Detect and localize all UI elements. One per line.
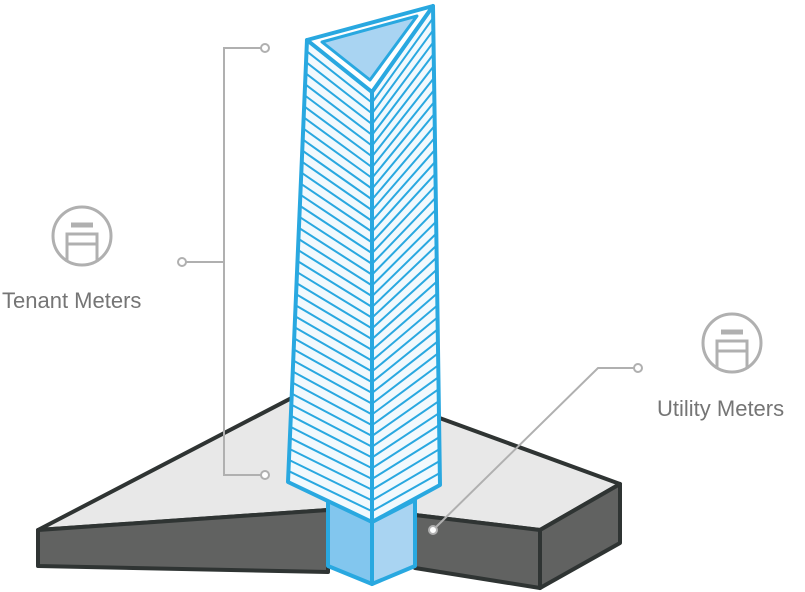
tenant-dot-bottom	[260, 470, 270, 480]
tenant-dot-left	[177, 257, 187, 267]
floor-line-left	[295, 293, 373, 341]
floor-line-right	[371, 220, 437, 287]
floor-line-right	[371, 196, 437, 265]
floor-line-right	[371, 352, 439, 405]
floor-line-right	[371, 304, 439, 362]
floor-line-left	[291, 381, 373, 427]
floor-line-right	[371, 328, 439, 384]
floor-line-left	[305, 61, 373, 115]
floor-line-right	[371, 208, 437, 276]
floor-line-right	[371, 161, 437, 233]
tower	[286, 4, 442, 524]
floor-line-right	[371, 412, 440, 459]
utility-dot-platform	[428, 525, 438, 535]
floor-line-left	[298, 215, 373, 265]
floor-line-left	[300, 182, 373, 233]
platform-end-face	[538, 482, 622, 590]
floor-line-right	[371, 376, 440, 427]
floor-line-left	[299, 193, 373, 244]
floor-line-right	[371, 184, 437, 254]
floor-line-right	[371, 53, 435, 136]
floor-line-left	[302, 127, 373, 179]
floor-line-left	[295, 304, 373, 351]
floor-line-left	[303, 105, 373, 158]
floor-line-right	[371, 101, 436, 179]
floor-line-right	[371, 244, 438, 308]
meter-icon	[51, 205, 113, 267]
floor-line-right	[371, 256, 438, 319]
floor-line-right	[371, 460, 441, 502]
floor-line-right	[371, 172, 437, 244]
floor-line-left	[296, 260, 373, 308]
floor-line-left	[292, 359, 373, 405]
floor-line-left	[288, 470, 373, 513]
floor-line-left	[304, 94, 373, 147]
floor-line-right	[371, 232, 438, 297]
floor-line-left	[301, 160, 373, 212]
floor-line-left	[298, 227, 373, 276]
floor-line-left	[290, 403, 373, 448]
floor-line-right	[371, 268, 438, 330]
floor-line-right	[371, 364, 439, 416]
floor-line-right	[371, 448, 440, 491]
floor-line-right	[371, 77, 435, 158]
floor-line-right	[371, 29, 435, 115]
floor-line-right	[371, 17, 434, 104]
meter-icon	[701, 312, 763, 374]
utility-pointer-line	[432, 367, 638, 531]
floor-line-left	[297, 238, 373, 287]
floor-line-right	[371, 436, 440, 480]
floor-line-right	[371, 89, 436, 168]
floor-line-right	[371, 137, 436, 211]
floor-line-left	[305, 50, 373, 104]
tower-roof-glass	[320, 14, 419, 82]
floor-line-left	[288, 459, 373, 502]
floor-line-right	[371, 41, 435, 125]
floor-line-left	[304, 83, 373, 136]
tenant-meters-label: Tenant Meters	[2, 288, 142, 313]
floor-line-right	[371, 424, 440, 470]
floor-line-right	[371, 65, 435, 147]
tenant-bracket-line	[223, 47, 265, 476]
floor-line-right	[371, 388, 440, 437]
floor-line-right	[371, 316, 439, 373]
floor-line-left	[294, 315, 373, 362]
floor-line-right	[371, 149, 436, 222]
floor-line-left	[296, 271, 373, 319]
floor-line-left	[289, 436, 373, 480]
floor-line-left	[293, 348, 373, 394]
floor-line-left	[297, 249, 373, 298]
floor-line-left	[299, 204, 373, 255]
floor-line-right	[371, 280, 438, 340]
floor-line-left	[296, 282, 373, 330]
platform-left-face	[36, 508, 330, 574]
floor-line-left	[291, 392, 373, 437]
floor-line-left	[301, 149, 373, 201]
floor-line-right	[371, 113, 436, 190]
floor-line-left	[294, 326, 373, 373]
floor-line-left	[292, 370, 373, 416]
floor-line-left	[290, 414, 373, 459]
floor-line-left	[293, 337, 373, 384]
floor-line-left	[300, 171, 373, 222]
floor-line-right	[371, 292, 438, 351]
tenant-callout	[177, 43, 270, 480]
utility-dot-end	[633, 363, 643, 373]
floor-line-right	[371, 125, 436, 201]
floor-line-right	[371, 340, 439, 394]
floor-line-left	[303, 116, 373, 169]
floor-line-right	[371, 400, 440, 448]
floor-line-right	[371, 472, 441, 513]
utility-callout	[428, 363, 643, 535]
floor-line-left	[289, 425, 373, 470]
floor-line-left	[288, 447, 373, 491]
utility-meters-label: Utility Meters	[657, 396, 785, 421]
tower-floor-lines	[288, 17, 441, 513]
floor-line-left	[302, 138, 373, 190]
tenant-dot-top	[260, 43, 270, 53]
floor-line-left	[304, 72, 373, 126]
